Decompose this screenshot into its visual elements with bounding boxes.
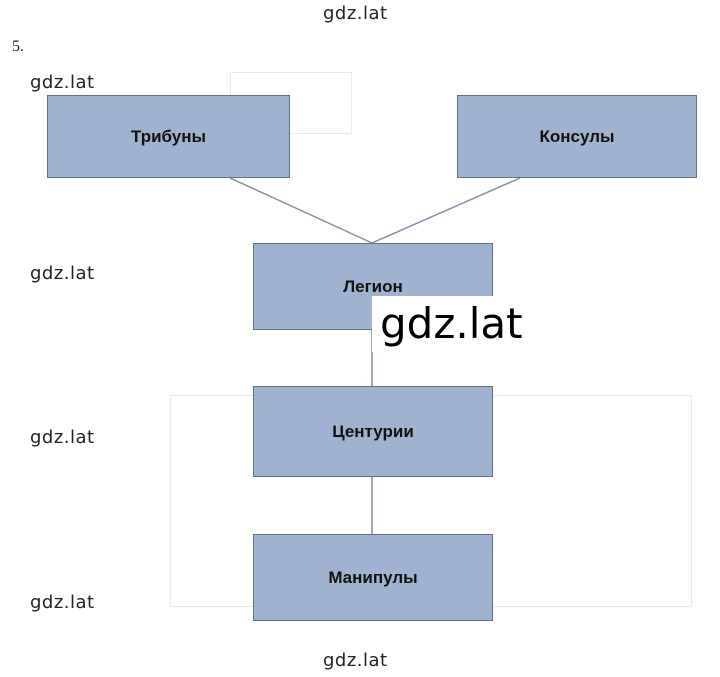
watermark-left-1: gdz.lat — [30, 72, 95, 93]
watermark-left-2: gdz.lat — [30, 263, 95, 284]
node-centuries: Центурии — [253, 386, 493, 477]
node-tribunes-label: Трибуны — [130, 126, 207, 146]
watermark-left-3: gdz.lat — [30, 427, 95, 448]
connector-consuls-legion — [371, 177, 521, 244]
watermark-center: gdz.lat — [372, 296, 531, 352]
task-number: 5. — [12, 38, 24, 55]
watermark-top: gdz.lat — [323, 3, 388, 24]
node-tribunes: Трибуны — [47, 95, 290, 178]
node-consuls: Консулы — [457, 95, 697, 178]
connector-tribunes-legion — [229, 177, 373, 244]
node-consuls-label: Консулы — [539, 126, 615, 146]
node-legion-label: Легион — [343, 276, 403, 296]
watermark-bottom: gdz.lat — [323, 650, 388, 671]
node-maniples: Манипулы — [253, 534, 493, 621]
watermark-left-4: gdz.lat — [30, 592, 95, 613]
node-maniples-label: Манипулы — [328, 567, 418, 587]
node-centuries-label: Центурии — [332, 421, 414, 441]
